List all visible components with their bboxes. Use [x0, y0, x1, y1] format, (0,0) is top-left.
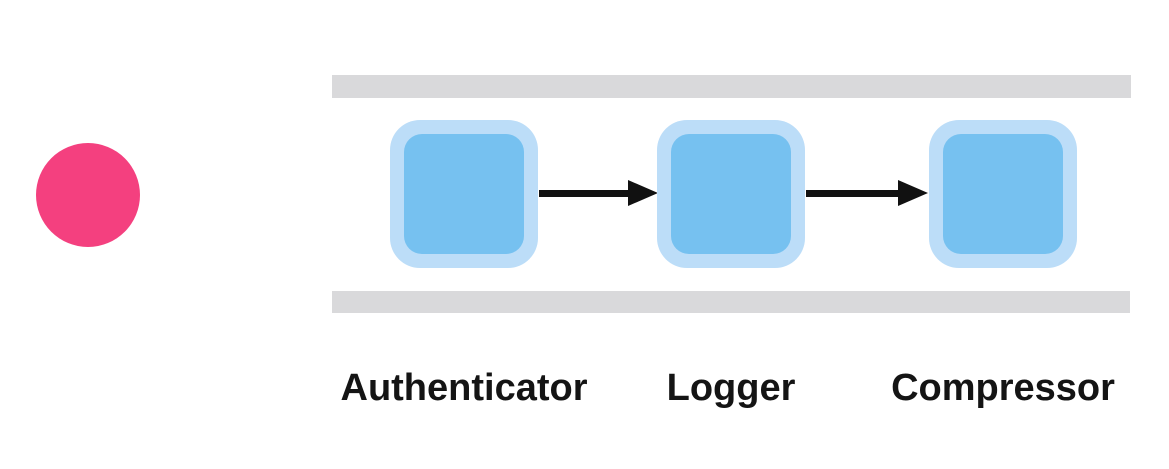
- flow-arrow-head-icon: [898, 180, 928, 206]
- node-authenticator: [390, 120, 538, 268]
- flow-arrow-icon: [806, 190, 900, 197]
- node-logger-inner: [671, 134, 791, 254]
- flow-arrow-icon: [539, 190, 631, 197]
- node-label-authenticator: Authenticator: [340, 367, 588, 409]
- node-label-logger: Logger: [666, 367, 796, 409]
- node-authenticator-inner: [404, 134, 524, 254]
- node-logger: [657, 120, 805, 268]
- pipeline-rail-top: [332, 75, 1131, 98]
- pipeline-rail-bottom: [332, 291, 1130, 313]
- node-compressor-inner: [943, 134, 1063, 254]
- node-compressor: [929, 120, 1077, 268]
- node-label-compressor: Compressor: [891, 367, 1115, 409]
- flow-arrow-head-icon: [628, 180, 658, 206]
- request-circle: [36, 143, 140, 247]
